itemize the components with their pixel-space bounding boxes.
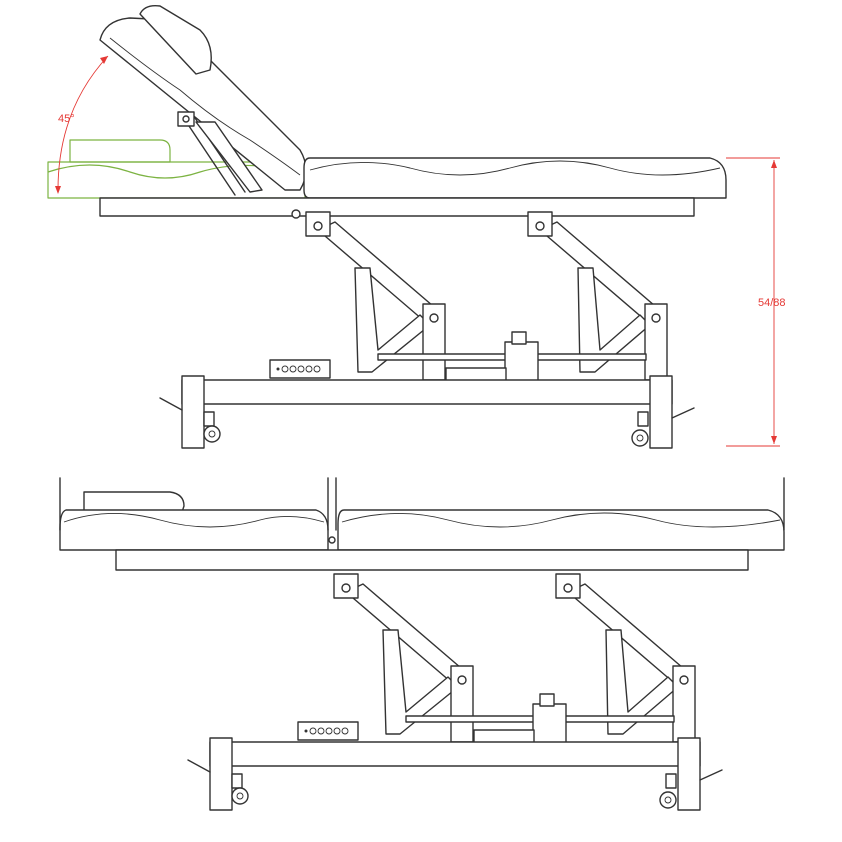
angle-dimension: 45°: [55, 55, 109, 194]
body-cushion-flat: [337, 509, 785, 551]
tilted-table-view: 45° 54/88: [47, 4, 786, 449]
angle-label: 45°: [58, 113, 75, 125]
lift-base-flat: [187, 573, 723, 811]
table-top-plank: [99, 197, 695, 217]
height-dimension: 54/88: [726, 157, 786, 447]
tilted-backrest: [99, 4, 307, 196]
height-label: 54/88: [758, 297, 786, 309]
body-cushion: [303, 157, 727, 199]
lift-base: [159, 211, 695, 449]
headrest-pillow: [83, 491, 185, 513]
flat-table-view: [59, 477, 785, 811]
table-top-plank-flat: [115, 549, 749, 571]
